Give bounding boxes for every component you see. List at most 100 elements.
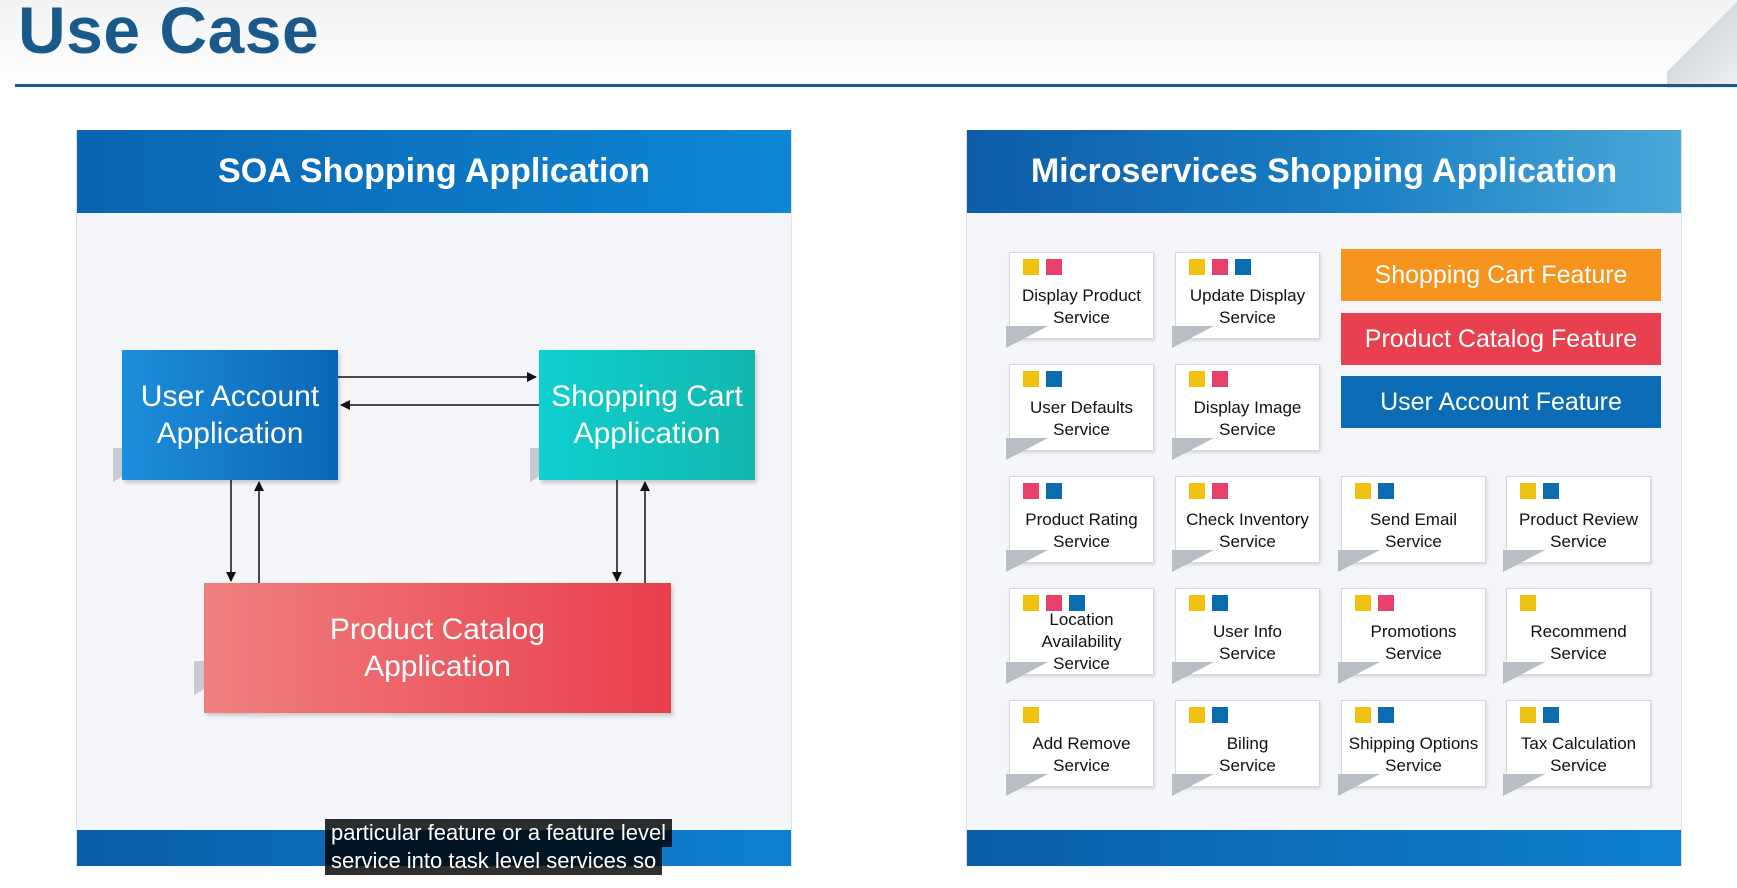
card-fold xyxy=(1006,438,1048,460)
service-card: Display Product Service xyxy=(1006,252,1154,348)
subtitle-line-2: service into task level services so xyxy=(325,847,663,875)
yellow-tag xyxy=(1355,707,1371,723)
service-card: Recommend Service xyxy=(1503,588,1651,684)
feature-tags xyxy=(1189,259,1251,275)
feature-tags xyxy=(1023,259,1062,275)
yellow-tag xyxy=(1023,371,1039,387)
yellow-tag xyxy=(1189,483,1205,499)
card-fold xyxy=(1006,662,1048,684)
card-fold xyxy=(1172,550,1214,572)
feature-tags xyxy=(1189,483,1228,499)
microservices-panel-footer xyxy=(967,830,1681,866)
card-fold xyxy=(1172,438,1214,460)
card-fold xyxy=(1006,326,1048,348)
feature-tags xyxy=(1355,483,1394,499)
card-fold xyxy=(1503,774,1545,796)
yellow-tag xyxy=(1189,259,1205,275)
service-label: Product Rating Service xyxy=(1025,510,1138,551)
feature-tags xyxy=(1189,371,1228,387)
card-fold xyxy=(1338,550,1380,572)
feature-tags xyxy=(1520,707,1559,723)
service-label: Product Review Service xyxy=(1518,510,1639,551)
card-fold xyxy=(1172,662,1214,684)
service-card: Add Remove Service xyxy=(1006,700,1154,796)
service-label: Update Display Service xyxy=(1189,286,1306,327)
service-label: User Defaults Service xyxy=(1030,398,1133,439)
feature-tags xyxy=(1355,707,1394,723)
service-label: Tax Calculation Service xyxy=(1520,734,1637,775)
service-card: Tax Calculation Service xyxy=(1503,700,1651,796)
yellow-tag xyxy=(1023,259,1039,275)
feature-tags xyxy=(1023,483,1062,499)
feature-tags xyxy=(1355,595,1394,611)
blue-tag xyxy=(1212,707,1228,723)
card-fold xyxy=(1006,550,1048,572)
corner-decoration xyxy=(1667,0,1737,88)
service-label: Promotions Service xyxy=(1370,622,1457,663)
card-fold xyxy=(1503,662,1545,684)
blue-tag xyxy=(1069,595,1085,611)
service-card: Display Image Service xyxy=(1172,364,1320,460)
service-card: User Defaults Service xyxy=(1006,364,1154,460)
shopping-cart-label: Shopping Cart Application xyxy=(551,380,743,450)
microservices-panel-title: Microservices Shopping Application xyxy=(967,130,1681,213)
feature-tags xyxy=(1520,595,1536,611)
service-card: Promotions Service xyxy=(1338,588,1486,684)
feature-shopping-cart-feature: Shopping Cart Feature xyxy=(1341,249,1661,301)
yellow-tag xyxy=(1520,707,1536,723)
service-card: Location Availability Service xyxy=(1006,588,1154,684)
service-card: Biling Service xyxy=(1172,700,1320,796)
card-fold xyxy=(1172,774,1214,796)
pink-tag xyxy=(1378,595,1394,611)
pink-tag xyxy=(1046,595,1062,611)
pink-tag xyxy=(1023,483,1039,499)
service-card: Update Display Service xyxy=(1172,252,1320,348)
card-fold xyxy=(1172,326,1214,348)
blue-tag xyxy=(1046,483,1062,499)
yellow-tag xyxy=(1189,371,1205,387)
pink-tag xyxy=(1212,259,1228,275)
blue-tag xyxy=(1543,483,1559,499)
title-band xyxy=(0,0,1737,88)
blue-tag xyxy=(1212,595,1228,611)
soa-panel-title: SOA Shopping Application xyxy=(77,130,791,213)
yellow-tag xyxy=(1520,595,1536,611)
service-card: Shipping Options Service xyxy=(1338,700,1486,796)
feature-tags xyxy=(1520,483,1559,499)
soa-panel: SOA Shopping Application User Account Ap… xyxy=(76,130,792,866)
yellow-tag xyxy=(1355,595,1371,611)
service-label: Check Inventory Service xyxy=(1186,510,1309,551)
feature-tags xyxy=(1023,595,1085,611)
subtitle-line-1: particular feature or a feature level xyxy=(325,819,673,847)
feature-tags xyxy=(1023,707,1039,723)
service-label: Display Image Service xyxy=(1193,398,1302,439)
product-catalog-application: Product Catalog Application xyxy=(204,583,671,713)
feature-tags xyxy=(1189,707,1228,723)
product-catalog-label: Product Catalog Application xyxy=(329,613,546,683)
service-card: User Info Service xyxy=(1172,588,1320,684)
page-title: Use Case xyxy=(18,0,320,67)
pink-tag xyxy=(1212,483,1228,499)
feature-product-catalog-feature: Product Catalog Feature xyxy=(1341,313,1661,365)
feature-user-account-feature: User Account Feature xyxy=(1341,376,1661,428)
blue-tag xyxy=(1543,707,1559,723)
service-label: Biling Service xyxy=(1219,734,1276,775)
microservices-panel: Microservices Shopping Application Shopp… xyxy=(966,130,1682,866)
service-label: Send Email Service xyxy=(1370,510,1457,551)
feature-tags xyxy=(1023,371,1062,387)
blue-tag xyxy=(1378,483,1394,499)
user-account-label: User Account Application xyxy=(140,380,320,450)
title-divider xyxy=(15,84,1737,87)
yellow-tag xyxy=(1355,483,1371,499)
soa-connection-arrows xyxy=(226,372,650,583)
service-label: Display Product Service xyxy=(1021,286,1142,327)
service-label: Location Availability Service xyxy=(1041,610,1122,673)
yellow-tag xyxy=(1023,595,1039,611)
video-subtitle: particular feature or a feature level se… xyxy=(325,819,673,875)
pink-tag xyxy=(1212,371,1228,387)
card-fold xyxy=(1338,774,1380,796)
service-label: User Info Service xyxy=(1213,622,1282,663)
card-fold xyxy=(1006,774,1048,796)
pink-tag xyxy=(1046,259,1062,275)
yellow-tag xyxy=(1189,595,1205,611)
